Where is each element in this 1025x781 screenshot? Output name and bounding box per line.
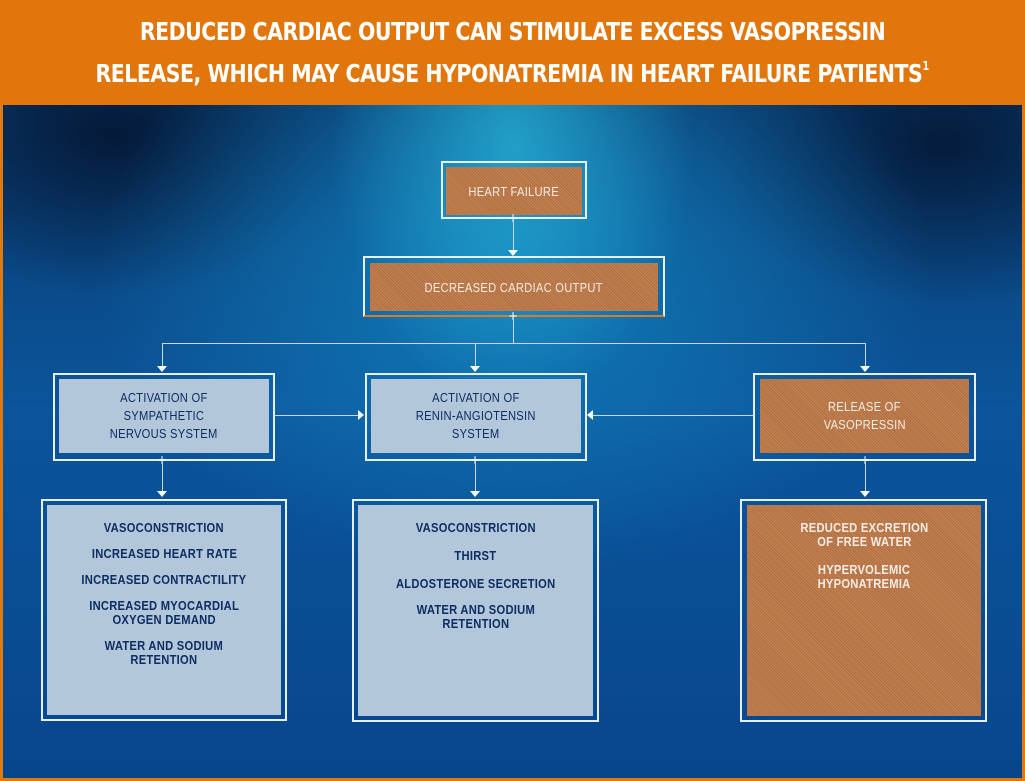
- branch-line: [162, 343, 866, 344]
- effect-item: VASOCONSTRICTION: [94, 521, 234, 535]
- arrow-down-icon: [860, 491, 870, 497]
- vasopressin-effects-frame: [740, 499, 987, 722]
- raas-node: ACTIVATION OF RENIN-ANGIOTENSIN SYSTEM: [371, 379, 581, 453]
- heart-failure-frame: [441, 161, 587, 219]
- raas-line-2: RENIN-ANGIOTENSIN: [416, 408, 536, 423]
- effect-item: ALDOSTERONE SECRETION: [383, 577, 568, 591]
- effect-text: OF FREE WATER: [816, 534, 912, 549]
- effect-text: ALDOSTERONE SECRETION: [395, 576, 556, 591]
- arrow-down-icon: [157, 491, 167, 497]
- effect-text: HYPONATREMIA: [817, 576, 911, 591]
- connector-line: [475, 461, 476, 492]
- sympathetic-effects-node: VASOCONSTRICTION INCREASED HEART RATE IN…: [47, 505, 281, 715]
- footnote-marker: 1: [922, 59, 930, 73]
- branch-drop-left: [162, 343, 163, 367]
- connector-plus-icon: +: [157, 453, 168, 467]
- effect-text: OXYGEN DEMAND: [112, 612, 216, 627]
- vasopressin-line-2: VASOPRESSIN: [823, 417, 906, 432]
- connector-plus-icon: +: [508, 309, 519, 323]
- effect-item: INCREASED HEART RATE: [80, 547, 249, 561]
- arrow-right-icon: [358, 410, 364, 420]
- decreased-cardiac-output-frame: [363, 256, 665, 317]
- decreased-cardiac-output-label: DECREASED CARDIAC OUTPUT: [424, 279, 604, 295]
- sympathetic-effects-frame: [41, 499, 287, 721]
- effect-text: VASOCONSTRICTION: [103, 520, 225, 535]
- heart-failure-node: HEART FAILURE: [446, 167, 582, 215]
- effect-text: WATER AND SODIUM: [416, 602, 535, 617]
- effect-text: THIRST: [454, 548, 497, 563]
- effect-text: RETENTION: [130, 652, 198, 667]
- sympathetic-frame: [53, 373, 275, 461]
- diagram-panel: HEART FAILURE + DECREASED CARDIAC OUTPUT…: [3, 105, 1022, 778]
- effect-text: INCREASED CONTRACTILITY: [81, 572, 247, 587]
- raas-frame: [365, 373, 587, 461]
- raas-line-3: SYSTEM: [452, 426, 500, 441]
- connector-plus-icon: +: [860, 453, 871, 467]
- title-line-2: RELEASE, WHICH MAY CAUSE HYPONATREMIA IN…: [95, 49, 930, 91]
- effect-text: INCREASED MYOCARDIAL: [89, 598, 239, 613]
- arrow-down-icon: [470, 366, 480, 372]
- connector-plus-icon: +: [508, 211, 519, 225]
- title-line-2-text: RELEASE, WHICH MAY CAUSE HYPONATREMIA IN…: [95, 59, 923, 88]
- heart-failure-label: HEART FAILURE: [468, 183, 560, 199]
- vasopressin-node: RELEASE OF VASOPRESSIN: [760, 379, 969, 453]
- connector-line: [593, 415, 753, 416]
- connector-plus-icon: +: [470, 453, 481, 467]
- effect-text: VASOCONSTRICTION: [415, 520, 536, 535]
- arrow-down-icon: [508, 250, 518, 256]
- sympathetic-line-3: NERVOUS SYSTEM: [110, 426, 218, 441]
- effect-item: INCREASED CONTRACTILITY: [68, 573, 260, 587]
- title-line-1: REDUCED CARDIAC OUTPUT CAN STIMULATE EXC…: [139, 17, 886, 46]
- branch-drop-middle: [475, 343, 476, 367]
- connector-line: [162, 461, 163, 492]
- raas-effects-frame: [352, 499, 599, 722]
- vasopressin-frame: [753, 373, 976, 461]
- connector-line: [513, 317, 514, 344]
- connector-line: [275, 415, 359, 416]
- arrow-down-icon: [470, 491, 480, 497]
- raas-line-1: ACTIVATION OF: [432, 390, 520, 405]
- title-banner: REDUCED CARDIAC OUTPUT CAN STIMULATE EXC…: [0, 0, 1025, 105]
- effect-item: VASOCONSTRICTION: [406, 521, 546, 535]
- sympathetic-line-1: ACTIVATION OF: [120, 390, 208, 405]
- raas-effects-node: VASOCONSTRICTION THIRST ALDOSTERONE SECR…: [358, 505, 593, 716]
- arrow-down-icon: [157, 366, 167, 372]
- effect-text: INCREASED HEART RATE: [91, 546, 237, 561]
- effect-text: HYPERVOLEMIC: [817, 562, 911, 577]
- sympathetic-node: ACTIVATION OF SYMPATHETIC NERVOUS SYSTEM: [59, 379, 269, 453]
- effect-text: REDUCED EXCRETION: [799, 520, 929, 535]
- arrow-down-icon: [860, 366, 870, 372]
- arrow-left-icon: [587, 410, 593, 420]
- vasopressin-line-1: RELEASE OF: [828, 399, 901, 414]
- effect-text: WATER AND SODIUM: [104, 638, 224, 653]
- effect-text: RETENTION: [442, 616, 509, 631]
- branch-drop-right: [865, 343, 866, 367]
- connector-line: [513, 219, 514, 252]
- decreased-cardiac-output-node: DECREASED CARDIAC OUTPUT: [370, 263, 658, 311]
- connector-line: [865, 461, 866, 492]
- effect-item: THIRST: [451, 549, 500, 563]
- sympathetic-line-2: SYMPATHETIC: [123, 408, 205, 423]
